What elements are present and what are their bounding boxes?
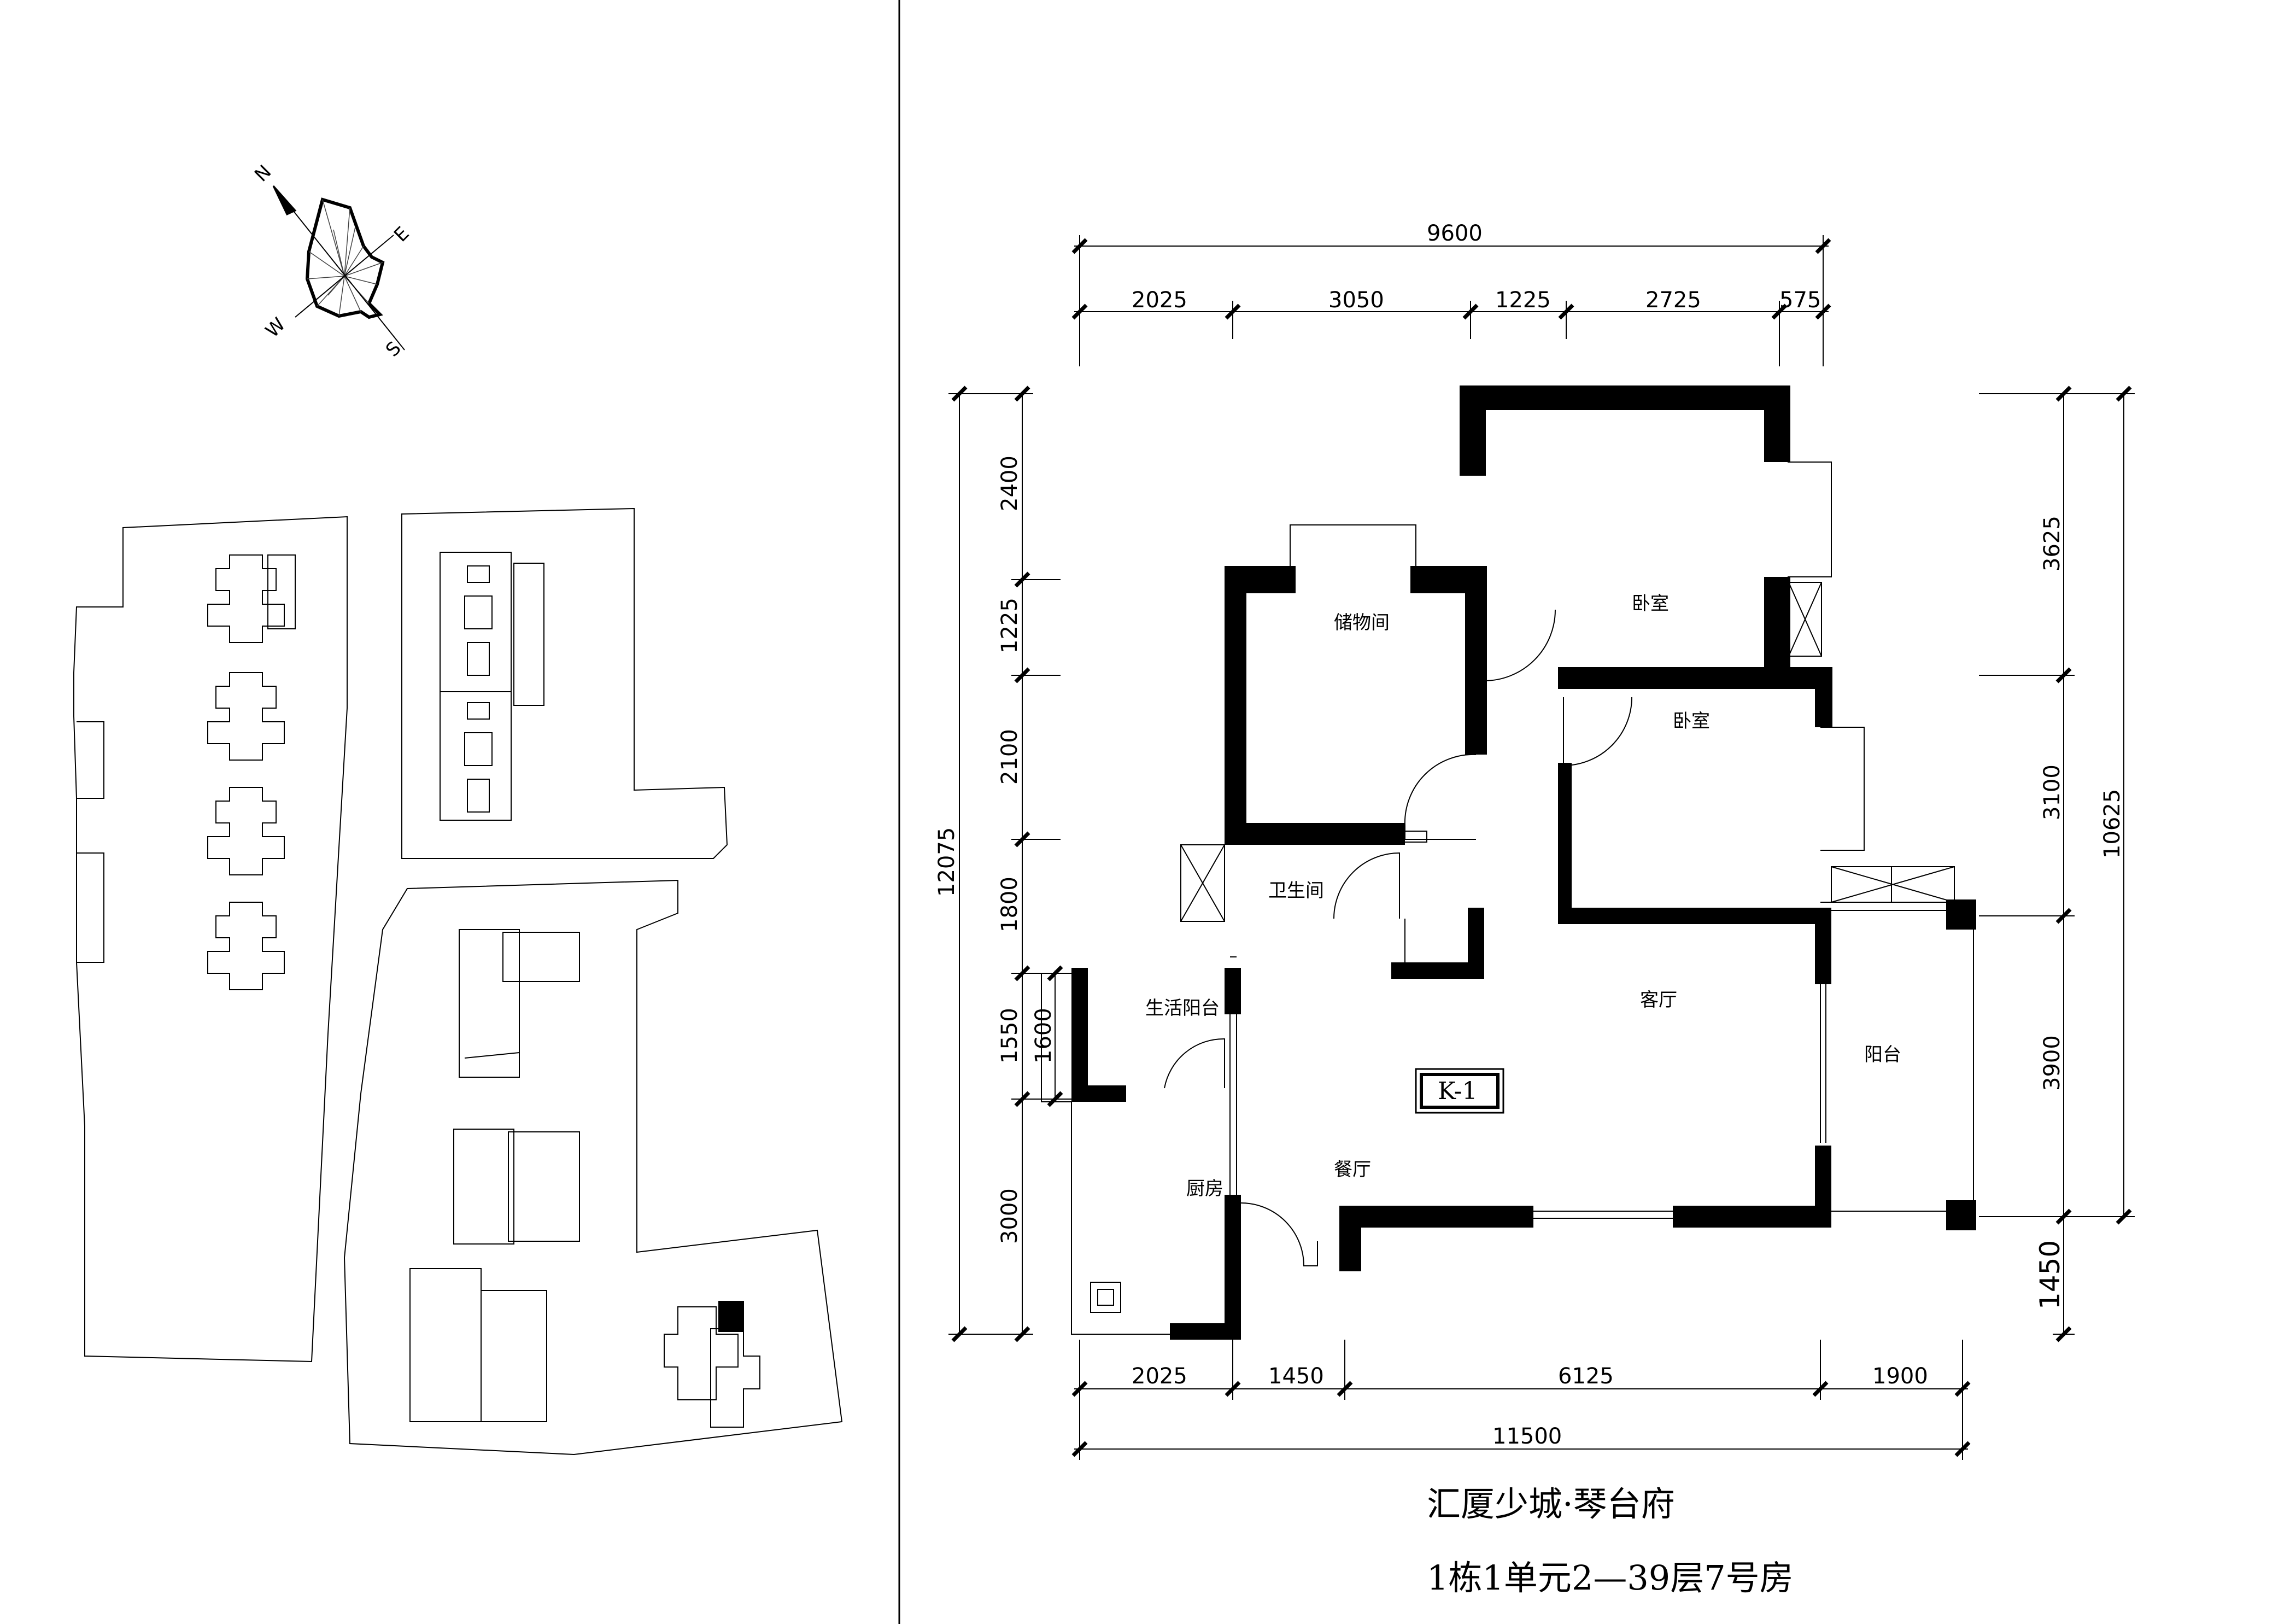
dim-left-seg-6: 3000: [997, 1188, 1022, 1244]
building-tower-southeast: [664, 1306, 760, 1428]
room-bedroom-mid: 卧室: [1673, 710, 1710, 732]
dimension-lines: [948, 235, 2135, 1460]
dim-top-seg-1: 2025: [1132, 288, 1187, 313]
room-utility-balcony: 生活阳台: [1145, 997, 1220, 1019]
site-buildings: [207, 552, 760, 1428]
room-balcony: 阳台: [1864, 1044, 1901, 1066]
building-tower-southwest: [409, 929, 580, 1422]
dim-left-seg-5: 1550: [997, 1008, 1022, 1064]
project-title: 汇厦少城·琴台府: [1427, 1484, 1675, 1524]
compass-east: E: [390, 223, 413, 246]
dim-bottom-seg-3: 6125: [1558, 1364, 1614, 1389]
thin-lines: [1041, 462, 1974, 1335]
dim-bottom-seg-1: 2025: [1132, 1364, 1187, 1389]
dim-left-seg-4: 1800: [997, 877, 1022, 932]
dim-left-seg-1: 2400: [997, 455, 1022, 511]
dim-top-seg-3: 1225: [1495, 288, 1551, 313]
site-plan: [73, 507, 843, 1456]
unit-label-frame: [1415, 1068, 1504, 1114]
dim-top-seg-4: 2725: [1645, 288, 1701, 313]
room-kitchen: 厨房: [1186, 1178, 1223, 1200]
room-bathroom: 卫生间: [1268, 880, 1324, 902]
compass-south: S: [382, 337, 406, 361]
dim-bottom-seg-4: 1900: [1872, 1364, 1928, 1389]
site-plot-south: [343, 879, 843, 1456]
room-dining: 餐厅: [1334, 1159, 1371, 1181]
room-bedroom-top: 卧室: [1632, 593, 1669, 615]
compass-rose: [272, 185, 405, 350]
dim-right-seg-2: 3100: [2040, 764, 2065, 820]
walls: [1071, 385, 1976, 1340]
unit-label: K-1: [1438, 1077, 1478, 1105]
dim-left-total: 12075: [934, 827, 959, 897]
site-plot-west: [73, 516, 348, 1363]
wind-rose-outline: [305, 197, 385, 319]
building-tower-center: [440, 552, 544, 821]
dim-top-total: 9600: [1427, 221, 1483, 246]
dim-bottom-seg-2: 1450: [1268, 1364, 1324, 1389]
unit-title: 1栋1单元2—39层7号房: [1427, 1558, 1794, 1598]
dim-bottom-total: 11500: [1492, 1424, 1562, 1449]
dim-right-total: 10625: [2100, 789, 2125, 858]
dim-left-inner: 1600: [1031, 1008, 1056, 1064]
building-tower-west: [207, 554, 296, 990]
dimension-ticks: [951, 238, 2132, 1457]
compass-west: W: [261, 313, 290, 342]
dim-left-seg-2: 1225: [997, 598, 1022, 653]
dim-right-seg-1: 3625: [2040, 516, 2065, 571]
highlighted-building: [718, 1301, 744, 1332]
dim-right-seg-3: 3900: [2040, 1035, 2065, 1091]
dim-top-seg-5: 575: [1779, 288, 1821, 313]
site-plot-center: [401, 507, 728, 859]
dim-right-extra: 1450: [2034, 1240, 2066, 1310]
dim-top-seg-2: 3050: [1328, 288, 1384, 313]
room-living: 客厅: [1640, 989, 1677, 1011]
compass-north: N: [250, 161, 276, 186]
dim-left-seg-3: 2100: [997, 729, 1022, 785]
room-storage: 储物间: [1334, 612, 1390, 634]
